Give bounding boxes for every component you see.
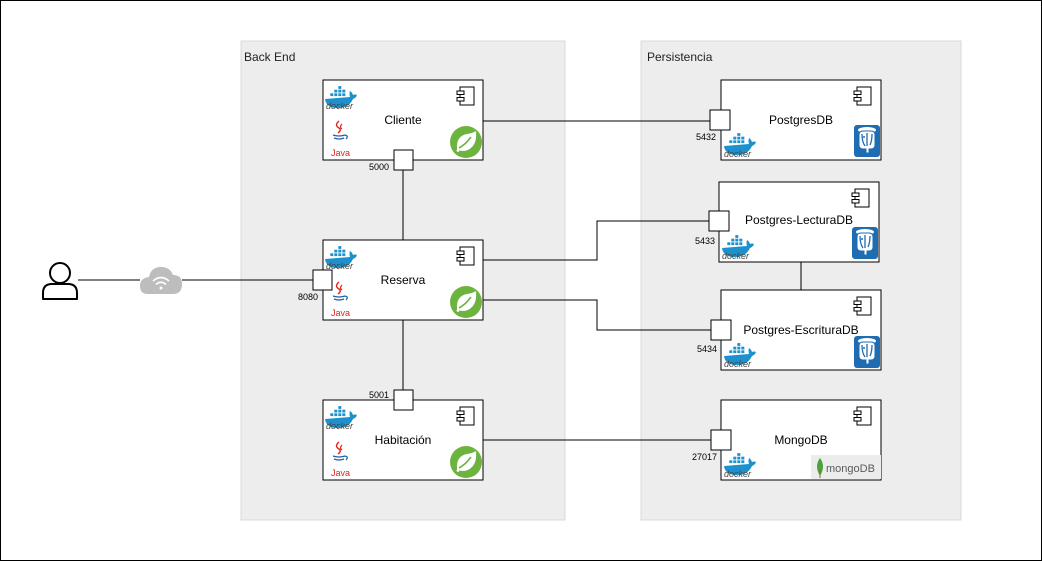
connectors [78,120,802,441]
component-icon [851,188,870,208]
docker-wordmark: docker [724,149,752,159]
component-icon [853,296,872,316]
java-wordmark: Java [331,148,350,158]
docker-wordmark: docker [326,421,354,431]
port-habitacion-label: 5001 [369,390,389,400]
database-postgresdb-label: PostgresDB [769,113,833,127]
database-postgresdb[interactable]: docker PostgresDB [720,79,882,161]
port-cliente[interactable]: 5000 [369,149,414,172]
docker-wordmark: docker [724,469,752,479]
component-icon [853,406,872,426]
java-wordmark: Java [331,308,350,318]
port-postgres-escritura-label: 5434 [697,344,717,354]
component-icon [853,86,872,106]
spring-icon [449,445,483,479]
docker-wordmark: docker [722,251,750,261]
java-wordmark: Java [331,468,350,478]
port-reserva[interactable]: 8080 [298,269,333,302]
port-postgresdb[interactable]: 5432 [696,109,731,142]
edge-reserva-escritura [483,299,711,331]
user-icon [42,262,78,300]
port-mongodb-label: 27017 [692,452,717,462]
docker-wordmark: docker [326,261,354,271]
docker-wordmark: docker [724,359,752,369]
component-icon [456,246,475,266]
component-icon [456,406,475,426]
port-cliente-label: 5000 [369,162,389,172]
component-icon [456,86,475,106]
service-cliente-label: Cliente [384,113,422,127]
database-mongodb-label: MongoDB [774,433,827,447]
mongodb-wordmark: mongoDB [826,463,875,475]
service-habitacion[interactable]: docker Java Habitación [322,399,484,481]
port-postgres-lectura[interactable]: 5433 [695,210,730,246]
postgres-icon [851,226,879,260]
postgres-icon [853,124,881,158]
port-postgres-lectura-label: 5433 [695,236,715,246]
docker-wordmark: docker [326,101,354,111]
service-reserva-label: Reserva [381,273,426,287]
group-persistence-label: Persistencia [647,50,713,64]
service-reserva[interactable]: docker Java Reserva [322,239,484,321]
service-habitacion-label: Habitación [375,433,432,447]
postgres-icon [853,335,881,369]
database-postgres-lectura-label: Postgres-LecturaDB [745,213,853,227]
port-postgresdb-label: 5432 [696,132,716,142]
database-postgres-escritura-label: Postgres-EscrituraDB [743,323,858,337]
port-habitacion[interactable]: 5001 [369,389,414,411]
port-postgres-escritura[interactable]: 5434 [697,319,732,354]
port-mongodb[interactable]: 27017 [692,429,732,462]
spring-icon [449,285,483,319]
mongodb-logo: mongoDB [811,455,881,479]
port-reserva-label: 8080 [298,292,318,302]
database-postgres-lectura[interactable]: docker Postgres-LecturaDB [718,181,880,263]
spring-icon [449,125,483,159]
edge-reserva-lectura [483,220,709,261]
service-cliente[interactable]: docker Java Cliente [322,79,484,161]
cloud-wifi-icon [140,267,182,294]
database-postgres-escritura[interactable]: docker Postgres-EscrituraDB [720,289,882,371]
database-mongodb[interactable]: docker mongoDB MongoDB [720,399,882,481]
group-backend-label: Back End [244,50,295,64]
